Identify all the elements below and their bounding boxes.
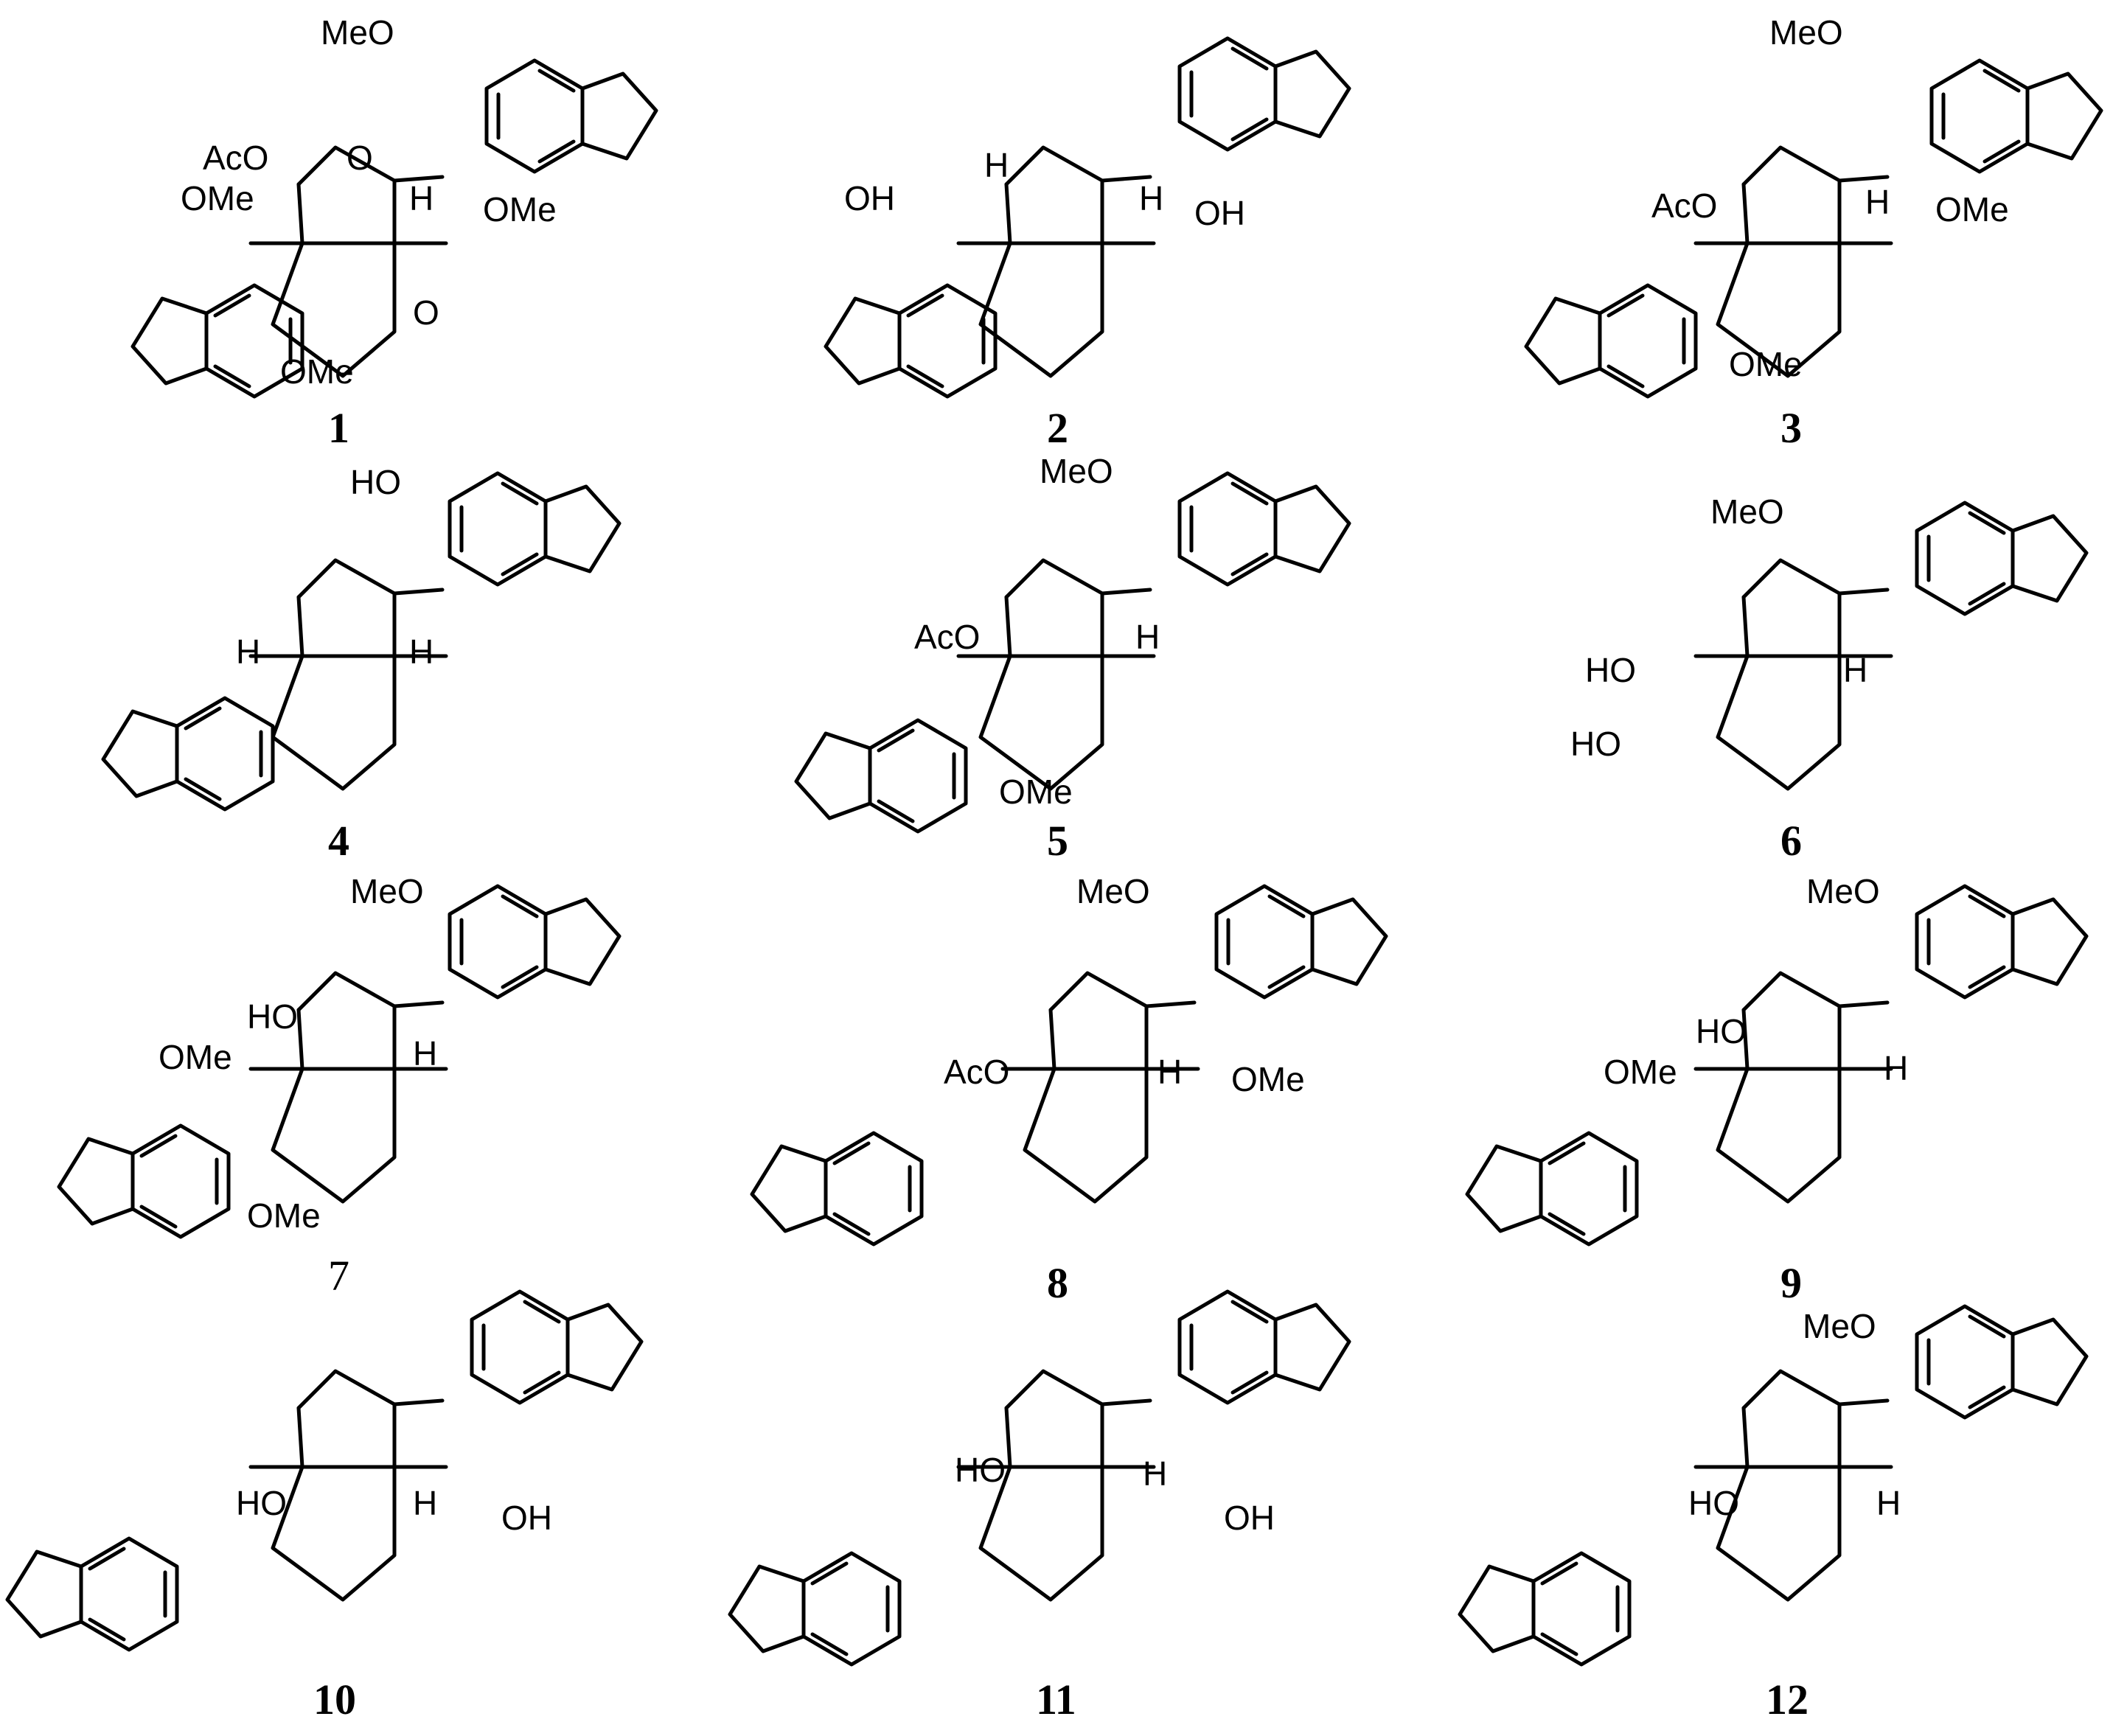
substituent-3-3: H [1865, 183, 1890, 221]
substituent-7-2: HO [247, 997, 298, 1036]
compound-4: HO H H 4 [103, 463, 619, 865]
substituent-7-4: OMe [159, 1038, 232, 1076]
compound-12: MeO HO H 12 [1460, 1306, 2086, 1723]
substituent-6-4: HO [1570, 725, 1621, 763]
compound-2: H H OH OH 2 [826, 38, 1349, 452]
substituent-3-4: OMe [1935, 190, 2009, 229]
substituent-10-2: H [413, 1484, 437, 1522]
compound-6: MeO HO H HO 6 [1570, 492, 2086, 865]
substituent-1-4: H [409, 179, 434, 217]
compound-10: HO H OH 10 [7, 1291, 641, 1723]
substituent-6-2: HO [1585, 651, 1636, 689]
substituent-7-3: H [413, 1034, 437, 1073]
substituent-3-5: OMe [1729, 345, 1803, 383]
substituent-5-3: H [1135, 618, 1160, 656]
substituent-5-4: OMe [999, 773, 1073, 811]
substituent-9-3: H [1884, 1049, 1908, 1087]
substituent-1-1: MeO [321, 13, 394, 52]
substituent-7-5: OMe [247, 1196, 321, 1235]
substituent-8-1: MeO [1076, 872, 1150, 910]
substituent-2-4: OH [1194, 194, 1245, 232]
compound-number-2: 2 [1047, 404, 1068, 452]
compound-number-5: 5 [1047, 817, 1068, 865]
compound-number-11: 11 [1036, 1676, 1076, 1723]
compound-8: MeO AcO H OMe 8 [752, 872, 1386, 1307]
substituent-11-3: OH [1224, 1499, 1275, 1537]
substituent-8-2: AcO [944, 1053, 1009, 1091]
substituent-12-1: MeO [1803, 1307, 1876, 1345]
substituent-9-1: MeO [1806, 872, 1880, 910]
compound-5: MeO AcO H OMe 5 [796, 452, 1349, 865]
compound-1: O O MeO AcO OMe H OMe OMe 1 [133, 13, 656, 452]
substituent-2-3: OH [844, 179, 895, 217]
substituent-8-3: H [1158, 1053, 1182, 1091]
compound-number-8: 8 [1047, 1259, 1068, 1307]
substituent-12-3: H [1876, 1484, 1901, 1522]
substituent-1-3: OMe [181, 179, 254, 217]
substituent-1-5: OMe [483, 190, 557, 229]
substituent-6-3: H [1843, 651, 1867, 689]
compound-number-9: 9 [1780, 1259, 1802, 1307]
compound-7: MeO HO H OMe OMe 7 [59, 872, 619, 1300]
label-o-1a: O [413, 293, 439, 332]
substituent-3-1: MeO [1769, 13, 1843, 52]
substituent-7-1: MeO [350, 872, 424, 910]
substituent-4-2: H [236, 632, 260, 671]
substituent-2-2: H [1139, 179, 1163, 217]
compound-number-3: 3 [1780, 404, 1802, 452]
substituent-4-1: HO [350, 463, 401, 501]
substituent-1-2: AcO [203, 139, 268, 177]
compound-number-6: 6 [1780, 817, 1802, 865]
compound-11: HO H OH 11 [730, 1291, 1349, 1723]
substituent-9-2: HO [1696, 1012, 1747, 1050]
substituent-1-6: OMe [280, 352, 354, 391]
substituent-9-4: OMe [1604, 1053, 1677, 1091]
substituent-11-1: HO [955, 1451, 1006, 1489]
substituent-12-2: HO [1688, 1484, 1739, 1522]
substituent-5-1: MeO [1040, 452, 1113, 490]
compound-9: MeO HO H OMe 9 [1467, 872, 2086, 1307]
substituent-8-4: OMe [1231, 1060, 1305, 1098]
compound-number-12: 12 [1766, 1676, 1809, 1723]
substituent-6-1: MeO [1710, 492, 1784, 531]
compound-number-10: 10 [313, 1676, 356, 1723]
compound-number-7: 7 [328, 1252, 349, 1300]
substituent-10-1: HO [236, 1484, 287, 1522]
compound-number-1: 1 [328, 404, 349, 452]
substituent-11-2: H [1143, 1454, 1167, 1493]
substituent-5-2: AcO [914, 618, 980, 656]
substituent-2-1: H [984, 146, 1009, 184]
label-o-1b: O [347, 139, 373, 177]
compound-number-4: 4 [328, 817, 349, 865]
substituent-3-2: AcO [1651, 187, 1717, 225]
substituent-10-3: OH [501, 1499, 552, 1537]
substituent-4-3: H [409, 632, 434, 671]
compound-3: MeO AcO H OMe OMe 3 [1526, 13, 2101, 452]
